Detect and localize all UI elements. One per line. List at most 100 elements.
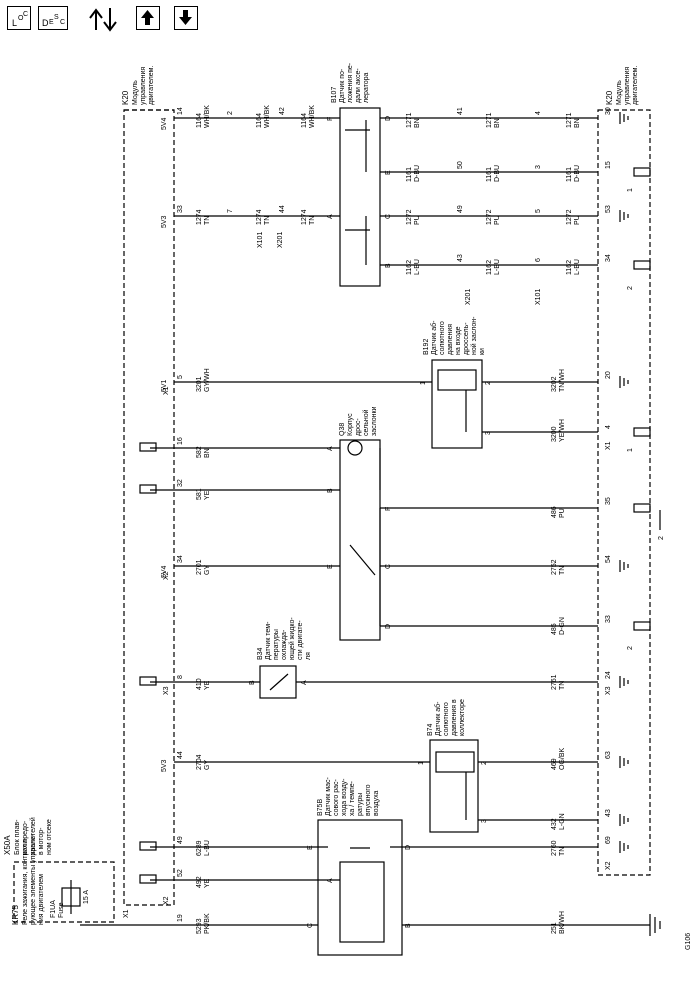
- wire-432-number: 432: [551, 818, 558, 830]
- wire-extra-1-number: 1164: [301, 113, 308, 128]
- wire-extra-9-number: 1272: [566, 209, 573, 225]
- wire-2704-color: GY: [204, 760, 211, 770]
- throttle-motor-symbol: [347, 440, 363, 456]
- component-pin-15: B: [249, 680, 256, 685]
- b107-box: [339, 107, 381, 287]
- b107-desc-line-2: дали аксе-: [355, 68, 362, 103]
- pin-left-5: 5: [177, 375, 184, 379]
- b34-desc-line-5: ля: [305, 652, 312, 660]
- up-arrow-icon: [141, 10, 154, 25]
- wire-1161-color: D-BU: [414, 165, 421, 182]
- wire-492-color: YE: [204, 878, 211, 888]
- x2b-label: X2: [163, 896, 170, 905]
- wire-3202-number: 3202: [551, 376, 558, 392]
- k20-right-desc-line-1: управления: [624, 67, 631, 105]
- pin-right-4: 4: [605, 425, 612, 429]
- component-pin-19: 3: [481, 819, 488, 823]
- connector-swap-button[interactable]: [86, 4, 120, 34]
- b75b-inner-box: [339, 861, 385, 943]
- component-pin-23: C: [307, 923, 314, 928]
- wire-2761-color: TN: [559, 681, 566, 690]
- wire-extra-10-color: L-BU: [494, 259, 501, 275]
- b192-desc-line-6: ки: [479, 348, 486, 355]
- b75b-desc-line-2: хода возду-: [341, 778, 348, 816]
- pin-x101r-5: 5: [535, 209, 542, 213]
- pin-right-33: 33: [605, 615, 612, 623]
- wire-extra-5-number: 1271: [566, 112, 573, 128]
- pin-right-63: 63: [605, 751, 612, 759]
- wire-extra-7-number: 1161: [566, 167, 573, 182]
- x101-label: X101: [257, 232, 264, 248]
- b74-desc-line-3: коллекторе: [459, 699, 466, 736]
- component-pin-7: 2: [485, 381, 492, 385]
- b34-desc-line-4: сти двигате-: [297, 620, 304, 660]
- q38-desc-line-1: дрос-: [355, 418, 362, 436]
- pin-right-43: 43: [605, 809, 612, 817]
- ref-5v4b: 5V4: [161, 565, 168, 578]
- b107-desc-line-1: ложения пе-: [347, 62, 354, 103]
- b74-desc-line-1: солютного: [443, 702, 450, 736]
- x50a-desc-line-0: Блок плав-: [14, 819, 21, 855]
- pin-x201r-49: 49: [457, 205, 464, 213]
- b34-name: B34: [257, 647, 264, 660]
- wire-extra-9-color: PU: [574, 215, 581, 225]
- wire-3201-number: 3201: [196, 376, 203, 392]
- k20-top-desc-line-0: Модуль: [132, 80, 139, 105]
- scroll-down-button[interactable]: [174, 6, 198, 30]
- ground-ref-3: 2: [658, 536, 665, 540]
- ground-ref-4: 2: [627, 646, 634, 650]
- wire-486-number: 486: [551, 506, 558, 518]
- location-button[interactable]: L O C: [7, 6, 31, 30]
- wire-extra-11-number: 1162: [566, 260, 573, 275]
- pin-right-53: 53: [605, 205, 612, 213]
- b34-desc-line-0: Датчик тем-: [265, 621, 272, 660]
- wire-2701-color: GY: [204, 565, 211, 575]
- pin-x201r-41: 41: [457, 107, 464, 115]
- wire-extra-7-color: D-BU: [574, 165, 581, 182]
- ref-5v3: 5V3: [161, 215, 168, 228]
- b74-box: [429, 739, 479, 833]
- wire-extra-5-color: BN: [574, 118, 581, 128]
- desc-letter-d: D: [42, 18, 49, 28]
- desc-letter-e: E: [49, 19, 54, 26]
- fuse-name: F1UA: [50, 900, 57, 918]
- pin-left-19: 19: [177, 914, 184, 922]
- component-pin-5: B: [385, 263, 392, 268]
- fuse-rating: 15 A: [83, 890, 90, 904]
- pin-x101-2: 2: [227, 111, 234, 115]
- wire-extra-6-color: D-BU: [494, 165, 501, 182]
- description-button[interactable]: D E S C: [38, 6, 68, 30]
- ref-5v4: 5V4: [161, 117, 168, 130]
- wire-1164-color: WH/BK: [204, 105, 211, 128]
- wire-582-color: BN: [204, 448, 211, 458]
- pin-left-16: 16: [177, 437, 184, 445]
- wire-extra-6-number: 1161: [486, 167, 493, 182]
- wire-1161-number: 1161: [406, 167, 413, 182]
- wire-2701-number: 2701: [196, 559, 203, 575]
- wire-582-number: 582: [196, 446, 203, 458]
- pin-left-49: 49: [177, 836, 184, 844]
- component-pin-14: D: [385, 624, 392, 629]
- b74-name: B74: [427, 723, 434, 736]
- b107-desc-line-3: лератора: [363, 72, 370, 103]
- kr75-desc-line-2: ния двигателем: [38, 874, 45, 925]
- q38-box: [339, 439, 381, 641]
- pin-right-20: 20: [605, 371, 612, 379]
- wire-5293-color: PK/BK: [204, 913, 211, 934]
- component-pin-17: 1: [418, 761, 425, 765]
- wire-extra-10-number: 1162: [486, 260, 493, 275]
- ref-5v3b: 5V3: [161, 759, 168, 772]
- component-pin-11: E: [327, 564, 334, 569]
- component-pin-1: A: [327, 214, 334, 219]
- g106-label: G106: [685, 933, 692, 950]
- b75b-desc-line-0: Датчик мас-: [325, 777, 332, 816]
- scroll-up-button[interactable]: [136, 6, 160, 30]
- k20-right-desc-line-0: Модуль: [616, 80, 623, 105]
- x3-label: X3: [163, 686, 170, 695]
- loc-letter-c: C: [23, 11, 29, 18]
- wire-581-color: YE: [204, 490, 211, 500]
- x1b-label: X1: [123, 909, 130, 918]
- q38-desc-line-2: сельной: [362, 409, 370, 436]
- wire-extra-1-color: WH/BK: [309, 105, 316, 128]
